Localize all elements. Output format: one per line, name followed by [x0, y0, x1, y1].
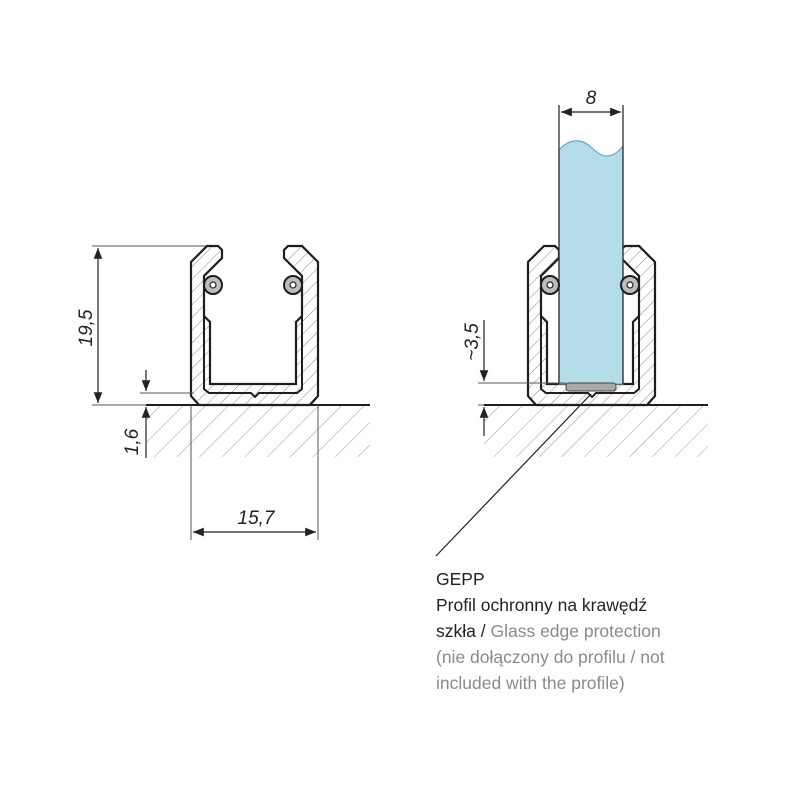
legend-line-2: szkła / Glass edge protection — [436, 618, 776, 644]
legend-line-2-en: Glass edge protection — [490, 621, 661, 641]
dim-base-label: 1,6 — [122, 428, 143, 455]
right-profile-view: 8 ~3,5 — [435, 88, 708, 557]
right-ground-hatch — [484, 405, 708, 457]
legend-line-3: (nie dołączony do profilu / not — [436, 647, 665, 667]
dim-glass-label: 8 — [586, 88, 597, 109]
legend-line-4: included with the profile) — [436, 673, 625, 693]
right-screw-2-hole — [626, 281, 634, 289]
dim-height-label: 19,5 — [76, 309, 97, 346]
left-profile-inner-line — [203, 316, 303, 399]
dim-gap-label: ~3,5 — [462, 323, 483, 361]
legend-line-2-pl: szkła / — [436, 621, 486, 641]
right-profile-inner-line — [540, 316, 640, 399]
left-screw-2-hole — [289, 281, 297, 289]
left-profile-section — [189, 244, 320, 407]
gepp-legend: GEPP Profil ochronny na krawędź szkła / … — [436, 566, 776, 696]
left-screw-1-hole — [209, 281, 217, 289]
leader-line — [435, 393, 592, 557]
left-profile-view: 19,5 1,6 15,7 — [76, 244, 370, 540]
legend-line-1: Profil ochronny na krawędź — [436, 595, 648, 615]
dim-width-label: 15,7 — [238, 508, 276, 529]
glass-panel — [558, 140, 624, 385]
glass-edge-protection — [565, 382, 617, 392]
right-screw-1-hole — [546, 281, 554, 289]
left-ground-hatch — [146, 405, 370, 457]
legend-code: GEPP — [436, 569, 485, 589]
